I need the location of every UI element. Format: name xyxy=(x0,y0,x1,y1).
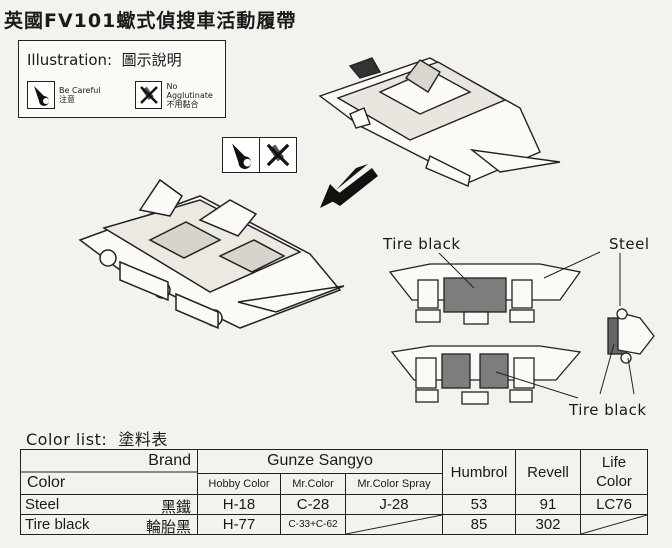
callout-tire-black-top: Tire black xyxy=(380,235,464,253)
caution-icon xyxy=(222,137,260,173)
life-color-cell xyxy=(580,514,648,535)
track-assembly-top xyxy=(318,57,561,187)
tire-black-pad-top xyxy=(443,277,507,313)
mr-color-cell: C-33+C-62 xyxy=(280,514,346,535)
humbrol-cell: 53 xyxy=(442,494,516,515)
empty-cell-slash xyxy=(346,515,442,534)
mr-color-spray-cell: J-28 xyxy=(345,494,443,515)
no-glue-icon xyxy=(135,81,163,109)
revell-cell: 91 xyxy=(515,494,581,515)
hobby-color-cell: H-77 xyxy=(197,514,281,535)
track-front-view xyxy=(388,263,582,325)
empty-cell-slash xyxy=(581,515,647,534)
caution-icon xyxy=(27,81,55,109)
track-assembly-main xyxy=(78,178,345,330)
direction-arrow xyxy=(320,164,368,208)
callout-tire-black-bottom: Tire black xyxy=(566,401,650,419)
color-list-label: Color list: 塗料表 xyxy=(26,430,168,449)
tire-black-pad-left xyxy=(441,353,471,389)
gunze-header: Gunze Sangyo xyxy=(197,449,443,474)
page-title: 英國FV101蠍式偵搜車活動履帶 xyxy=(4,10,297,32)
mr-color-header: Mr.Color xyxy=(280,472,346,496)
hobby-color-cell: H-18 xyxy=(197,494,281,515)
track-side-view xyxy=(607,308,655,364)
humbrol-cell: 85 xyxy=(442,514,516,535)
row-name: Tire black 輪胎黑 xyxy=(20,514,198,536)
revell-header: Revell xyxy=(515,449,581,495)
table-row: Tire black 輪胎黑 H-77 C-33+C-62 85 302 xyxy=(20,514,648,536)
mr-color-spray-header: Mr.Color Spray xyxy=(345,472,443,496)
hobby-color-header: Hobby Color xyxy=(197,472,281,496)
table-row: Steel 黑鐵 H-18 C-28 J-28 53 91 LC76 xyxy=(20,494,648,516)
step-icons xyxy=(222,137,297,173)
row-name: Steel 黑鐵 xyxy=(20,494,198,516)
life-color-header: Life Color xyxy=(580,449,648,495)
callout-steel: Steel xyxy=(606,235,653,253)
humbrol-header: Humbrol xyxy=(442,449,516,495)
track-bottom-view xyxy=(390,345,582,405)
tire-black-pad-right xyxy=(479,353,509,389)
brand-color-header: Brand Color xyxy=(20,449,198,495)
mr-color-spray-cell xyxy=(345,514,443,535)
revell-cell: 302 xyxy=(515,514,581,535)
mr-color-cell: C-28 xyxy=(280,494,346,515)
life-color-cell: LC76 xyxy=(580,494,648,515)
legend-title: Illustration: 圖示說明 xyxy=(27,51,182,69)
paint-table: Brand Color Gunze Sangyo Humbrol Revell … xyxy=(20,449,648,536)
no-glue-icon xyxy=(260,137,297,173)
